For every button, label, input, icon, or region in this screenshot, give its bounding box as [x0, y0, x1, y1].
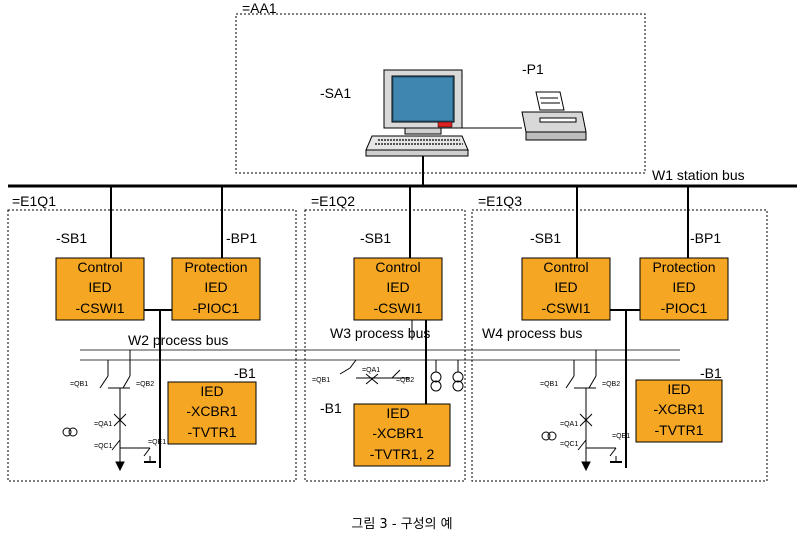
process-ied-bay1: IED -XCBR1 -TVTR1 — [167, 381, 257, 445]
bay2-qb2-label: =QB2 — [396, 377, 414, 384]
svg-text:Control: Control — [375, 259, 420, 275]
svg-text:-CSWI1: -CSWI1 — [374, 300, 423, 316]
process-ied-bay3: IED -XCBR1 -TVTR1 — [635, 379, 723, 443]
process-ied-bay2: IED -XCBR1 -TVTR1, 2 — [353, 403, 451, 467]
prot3-designation: -BP1 — [690, 230, 721, 246]
svg-text:IED: IED — [88, 279, 111, 295]
bay3-qe1-label: =QE1 — [612, 433, 630, 440]
figure-caption: 그림 3 - 구성의 예 — [351, 517, 452, 532]
svg-text:-XCBR1: -XCBR1 — [653, 401, 705, 417]
bay1-switchgear — [62, 350, 156, 472]
bay1-process-designation: -B1 — [234, 365, 256, 381]
bay3-switchgear — [541, 350, 622, 472]
prot1-designation: -BP1 — [226, 230, 257, 246]
bay-e1q3-frame — [471, 209, 768, 482]
bay-e1q2-label: =E1Q2 — [311, 193, 355, 209]
svg-text:IED: IED — [667, 381, 690, 397]
bay3-qb2-label: =QB2 — [602, 381, 620, 388]
svg-text:Protection: Protection — [652, 259, 715, 275]
bay-e1q1-label: =E1Q1 — [12, 193, 56, 209]
bay2-switchgear — [339, 359, 464, 392]
bay3-qc1-label: =QC1 — [560, 441, 579, 448]
printer-icon — [521, 91, 587, 141]
bay-e1q1-frame — [7, 209, 297, 482]
bay-e1q2-frame — [304, 209, 466, 482]
bay1-qc1-label: =QC1 — [94, 443, 113, 450]
svg-text:-TVTR1, 2: -TVTR1, 2 — [370, 446, 435, 462]
protection-ied-bay3: Protection IED -PIOC1 — [639, 257, 729, 321]
svg-text:-CSWI1: -CSWI1 — [76, 300, 125, 316]
bay2-process-designation: -B1 — [320, 400, 342, 416]
svg-text:IED: IED — [204, 279, 227, 295]
station-label: =AA1 — [242, 0, 277, 16]
svg-text:-XCBR1: -XCBR1 — [186, 403, 238, 419]
process-bus-w4-label: W4 process bus — [482, 325, 582, 341]
bay1-qb1-label: =QB1 — [70, 381, 88, 388]
station-level-frame — [235, 13, 646, 174]
svg-text:IED: IED — [386, 279, 409, 295]
svg-text:IED: IED — [200, 383, 223, 399]
svg-text:IED: IED — [554, 279, 577, 295]
control-ied-bay1: Control IED -CSWI1 — [55, 257, 145, 321]
bay1-qe1-label: =QE1 — [148, 439, 166, 446]
process-bus-w2-label: W2 process bus — [128, 332, 228, 348]
printer-label: -P1 — [522, 61, 544, 77]
bay3-qa1-label: =QA1 — [560, 421, 578, 428]
svg-text:-TVTR1: -TVTR1 — [188, 424, 237, 440]
svg-text:IED: IED — [386, 405, 409, 421]
svg-text:Control: Control — [77, 259, 122, 275]
ctrl3-designation: -SB1 — [530, 230, 561, 246]
svg-text:-TVTR1: -TVTR1 — [655, 422, 704, 438]
computer-label: -SA1 — [320, 85, 351, 101]
svg-text:Protection: Protection — [184, 259, 247, 275]
process-bus-w3-label: W3 process bus — [330, 325, 430, 341]
bay-e1q3-label: =E1Q3 — [478, 193, 522, 209]
protection-ied-bay1: Protection IED -PIOC1 — [171, 257, 261, 321]
svg-text:-PIOC1: -PIOC1 — [193, 300, 240, 316]
bay2-qb1-label: =QB1 — [312, 377, 330, 384]
station-bus-label: W1 station bus — [652, 167, 745, 183]
computer-icon — [365, 69, 469, 157]
ctrl1-designation: -SB1 — [56, 230, 87, 246]
bay1-qa1-label: =QA1 — [94, 421, 112, 428]
bay1-qb2-label: =QB2 — [136, 381, 154, 388]
bay3-process-designation: -B1 — [700, 365, 722, 381]
svg-text:-CSWI1: -CSWI1 — [542, 300, 591, 316]
control-ied-bay2: Control IED -CSWI1 — [353, 257, 443, 321]
ctrl2-designation: -SB1 — [360, 230, 391, 246]
control-ied-bay3: Control IED -CSWI1 — [521, 257, 611, 321]
svg-text:-XCBR1: -XCBR1 — [372, 425, 424, 441]
svg-text:IED: IED — [672, 279, 695, 295]
svg-text:-PIOC1: -PIOC1 — [661, 300, 708, 316]
bay3-qb1-label: =QB1 — [540, 381, 558, 388]
svg-text:Control: Control — [543, 259, 588, 275]
bay2-qa1-label: =QA1 — [362, 367, 380, 374]
